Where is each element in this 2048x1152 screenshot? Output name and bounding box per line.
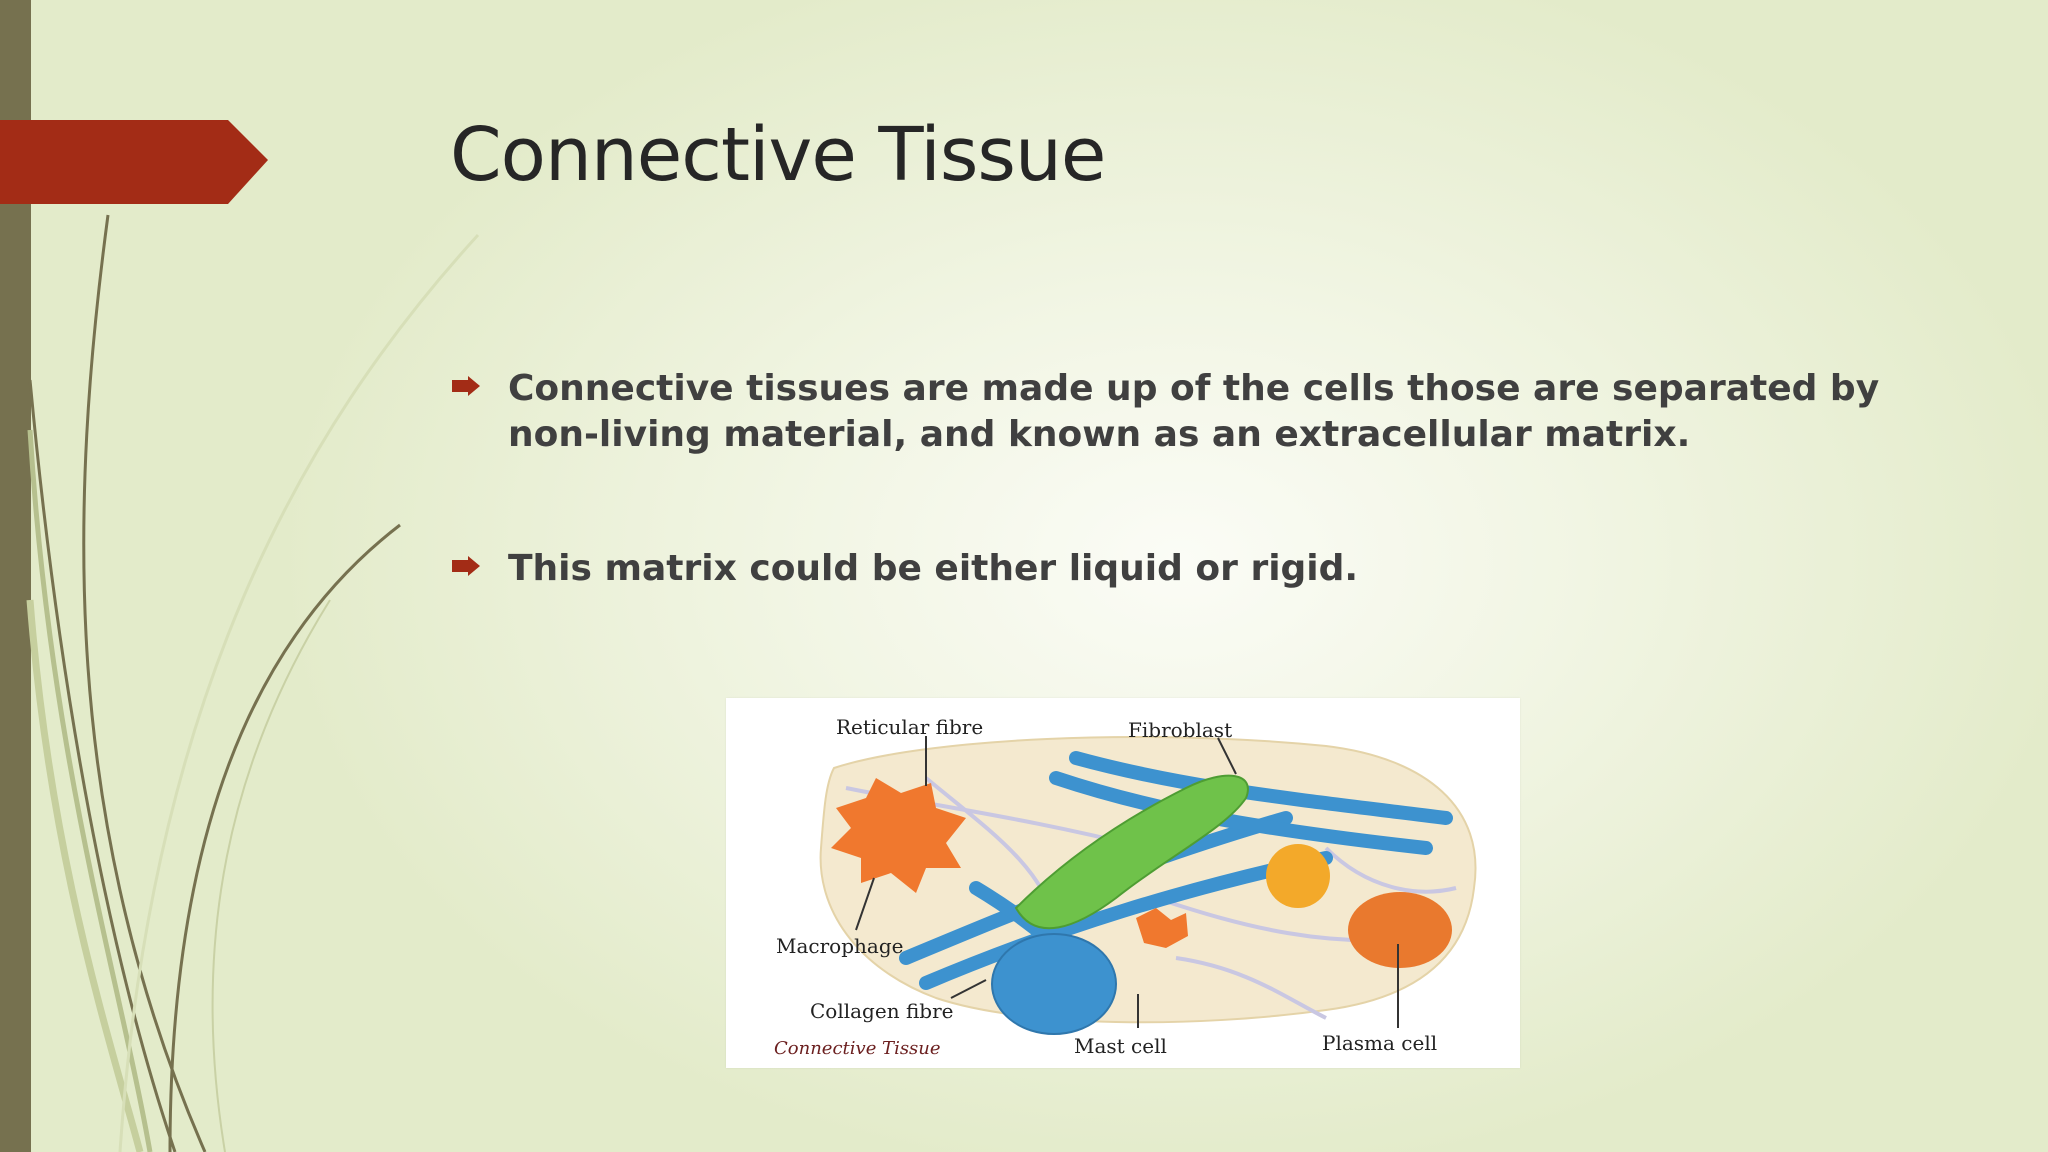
arrow-right-icon [452, 556, 480, 576]
bullet-item: Connective tissues are made up of the ce… [450, 366, 1920, 458]
tissue-matrix [819, 736, 1477, 1024]
bullet-list: Connective tissues are made up of the ce… [450, 366, 1920, 592]
figure-caption: Connective Tissue [774, 1038, 941, 1059]
label-macrophage: Macrophage [776, 934, 903, 958]
connective-tissue-diagram: Reticular fibre Fibroblast Macrophage Co… [726, 698, 1520, 1068]
label-collagen-fibre: Collagen fibre [810, 999, 953, 1023]
mast-cell [991, 933, 1117, 1035]
small-cell [1136, 908, 1188, 948]
title-tab [0, 120, 268, 204]
bullet-text: Connective tissues are made up of the ce… [508, 368, 1880, 455]
fibroblast-cell [1014, 774, 1249, 930]
label-mast-cell: Mast cell [1074, 1034, 1167, 1058]
label-fibroblast: Fibroblast [1128, 718, 1232, 742]
yellow-cell [1266, 844, 1330, 908]
label-reticular-fibre: Reticular fibre [836, 715, 983, 739]
macrophage-cell [831, 778, 966, 893]
swoosh-lines [26, 214, 480, 1152]
leader-lines [855, 736, 1399, 1028]
arrow-right-icon [452, 376, 480, 396]
plasma-cell [1348, 892, 1452, 968]
slide-title: Connective Tissue [450, 112, 1106, 198]
label-plasma-cell: Plasma cell [1322, 1031, 1437, 1055]
bullet-item: This matrix could be either liquid or ri… [450, 546, 1920, 592]
bullet-text: This matrix could be either liquid or ri… [508, 548, 1359, 589]
